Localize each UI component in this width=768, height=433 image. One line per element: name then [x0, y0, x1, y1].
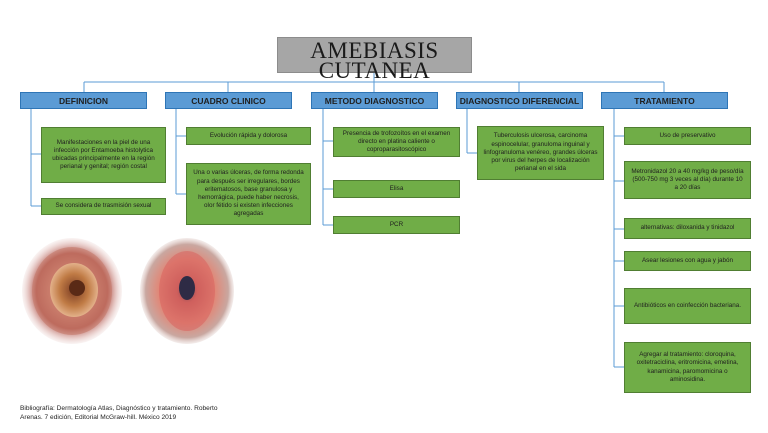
tratamiento-box-2: Metronidazol 20 a 40 mg/kg de peso/día (… [624, 161, 751, 199]
clinical-photo-1 [22, 238, 122, 344]
tratamiento-box-1: Uso de preservativo [624, 127, 751, 145]
cuadro-box-2: Una o varias úlceras, de forma redonda p… [186, 163, 311, 225]
clinical-photo-2 [140, 238, 234, 344]
header-definicion: DEFINICION [20, 92, 147, 109]
diagram-title: AMEBIASIS CUTANEA [277, 37, 472, 83]
header-diagnostico-diferencial: DIAGNOSTICO DIFERENCIAL [456, 92, 583, 109]
header-tratamiento: TRATAMIENTO [601, 92, 728, 109]
header-cuadro-clinico: CUADRO CLINICO [165, 92, 292, 109]
definicion-box-2: Se considera de trasmisión sexual [41, 198, 166, 215]
metodo-box-2: Elisa [333, 180, 460, 198]
diferencial-box-1: Tuberculosis ulcerosa, carcinoma espinoc… [477, 126, 604, 180]
metodo-box-1: Presencia de trofozoítos en el examen di… [333, 127, 460, 157]
bibliography: Bibliografía: Dermatología Atlas, Diagnó… [20, 404, 290, 422]
title-line-2: CUTANEA [318, 58, 431, 83]
header-metodo-diagnostico: METODO DIAGNOSTICO [311, 92, 438, 109]
tratamiento-box-3: alternativas: diloxanida y tinidazol [624, 218, 751, 239]
bibliography-line-2: Arenas. 7 edición, Editorial McGraw-hill… [20, 414, 177, 421]
bibliography-line-1: Bibliografía: Dermatología Atlas, Diagnó… [20, 405, 218, 412]
metodo-box-3: PCR [333, 216, 460, 234]
tratamiento-box-5: Antibióticos en coinfección bacteriana. [624, 288, 751, 324]
title-line-1: AMEBIASIS [310, 38, 439, 63]
cuadro-box-1: Evolución rápida y dolorosa [186, 127, 311, 145]
tratamiento-box-4: Asear lesiones con agua y jabón [624, 251, 751, 271]
definicion-box-1: Manifestaciones en la piel de una infecc… [41, 127, 166, 183]
tratamiento-box-6: Agregar al tratamiento: cloroquina, oxit… [624, 342, 751, 393]
